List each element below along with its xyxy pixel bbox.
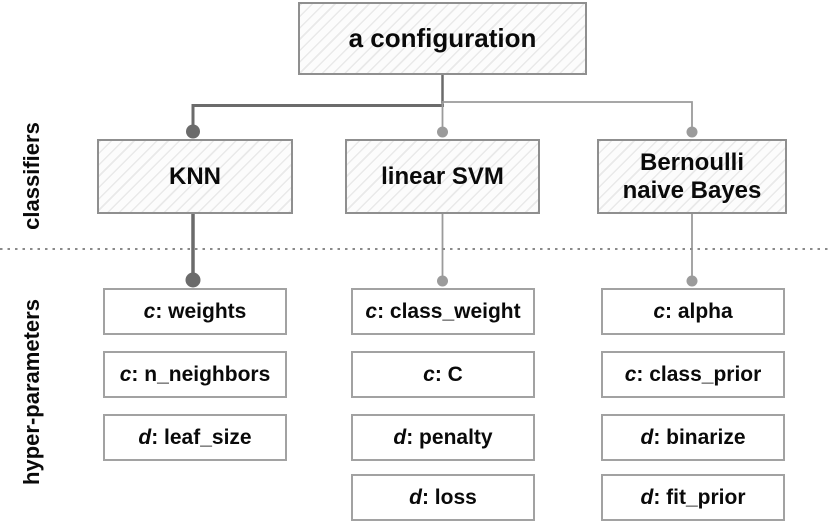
param-prefix: d [640, 485, 654, 509]
branch-dot-svm [437, 126, 448, 138]
param-prefix: c [423, 362, 435, 386]
row-label-classifiers: classifiers [19, 122, 44, 230]
root-node-a-configuration: a configuration [298, 2, 587, 75]
param-node-fit-prior: d: fit_prior [601, 474, 785, 521]
param-prefix: d [138, 425, 152, 449]
classifier-node-linear-svm: linear SVM [345, 139, 540, 214]
param-node-leaf-size: d: leaf_size [103, 414, 287, 461]
param-node-alpha: c: alpha [601, 288, 785, 335]
connector-branch-knn [191, 104, 444, 130]
param-prefix: d [640, 425, 654, 449]
classifier-node-knn: KNN [97, 139, 293, 214]
connector-branch-bnb [442, 101, 693, 130]
param-name: : alpha [665, 299, 733, 323]
param-node-binarize: d: binarize [601, 414, 785, 461]
param-prefix: c [653, 299, 665, 323]
param-name: : loss [421, 485, 477, 509]
branch-dot-knn [186, 124, 200, 139]
param-name: : leaf_size [151, 425, 252, 449]
row-label-hyperparameters: hyper-parameters [19, 299, 44, 485]
param-prefix: d [409, 485, 422, 509]
param-dot-knn [185, 272, 201, 288]
param-name: : weights [155, 299, 247, 323]
param-prefix: d [393, 425, 407, 449]
param-node-weights: c: weights [103, 288, 287, 335]
param-node-penalty: d: penalty [351, 414, 535, 461]
param-name: : fit_prior [653, 485, 746, 509]
param-prefix: c [143, 299, 156, 323]
param-prefix: c [119, 362, 132, 386]
param-dot-svm [437, 275, 448, 287]
classifier-node-bernoulli-naive-bayes: Bernoulli naive Bayes [597, 139, 787, 214]
param-node-loss: d: loss [351, 474, 535, 521]
param-name: : penalty [406, 425, 493, 449]
param-name: : binarize [653, 425, 746, 449]
param-name: : C [434, 362, 463, 386]
param-prefix: c [365, 299, 378, 323]
param-name: : n_neighbors [131, 362, 271, 386]
param-node-class-prior: c: class_prior [601, 351, 785, 398]
branch-dot-bnb [686, 126, 698, 138]
param-node-class-weight: c: class_weight [351, 288, 535, 335]
param-node-n-neighbors: c: n_neighbors [103, 351, 287, 398]
param-name: : class_weight [377, 299, 521, 323]
param-node-c: c: C [351, 351, 535, 398]
param-name: : class_prior [636, 362, 762, 386]
param-prefix: c [624, 362, 637, 386]
param-dot-bnb [686, 275, 698, 287]
